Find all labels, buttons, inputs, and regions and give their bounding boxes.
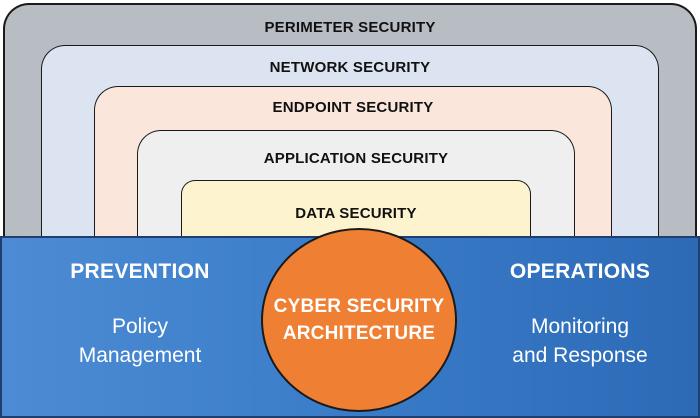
operations-line: and Response bbox=[512, 344, 648, 367]
prevention-line: Policy bbox=[111, 315, 169, 338]
perimeter-security-label: PERIMETER SECURITY bbox=[264, 19, 436, 36]
operations-line: Monitoring bbox=[530, 315, 630, 338]
prevention-heading: PREVENTION bbox=[70, 260, 210, 283]
endpoint-security-label: ENDPOINT SECURITY bbox=[272, 99, 434, 116]
prevention-line: Management bbox=[78, 344, 202, 367]
data-security-label: DATA SECURITY bbox=[295, 205, 417, 222]
cyber-security-architecture-core: CYBER SECURITY ARCHITECTURE bbox=[261, 228, 457, 412]
application-security-label: APPLICATION SECURITY bbox=[263, 150, 449, 167]
core-label-line: CYBER SECURITY bbox=[273, 296, 445, 317]
operations-description: Monitoring and Response bbox=[480, 312, 680, 370]
core-label-line: ARCHITECTURE bbox=[282, 323, 436, 344]
network-security-label: NETWORK SECURITY bbox=[269, 59, 431, 76]
prevention-description: Policy Management bbox=[40, 312, 240, 370]
operations-heading: OPERATIONS bbox=[509, 260, 651, 283]
